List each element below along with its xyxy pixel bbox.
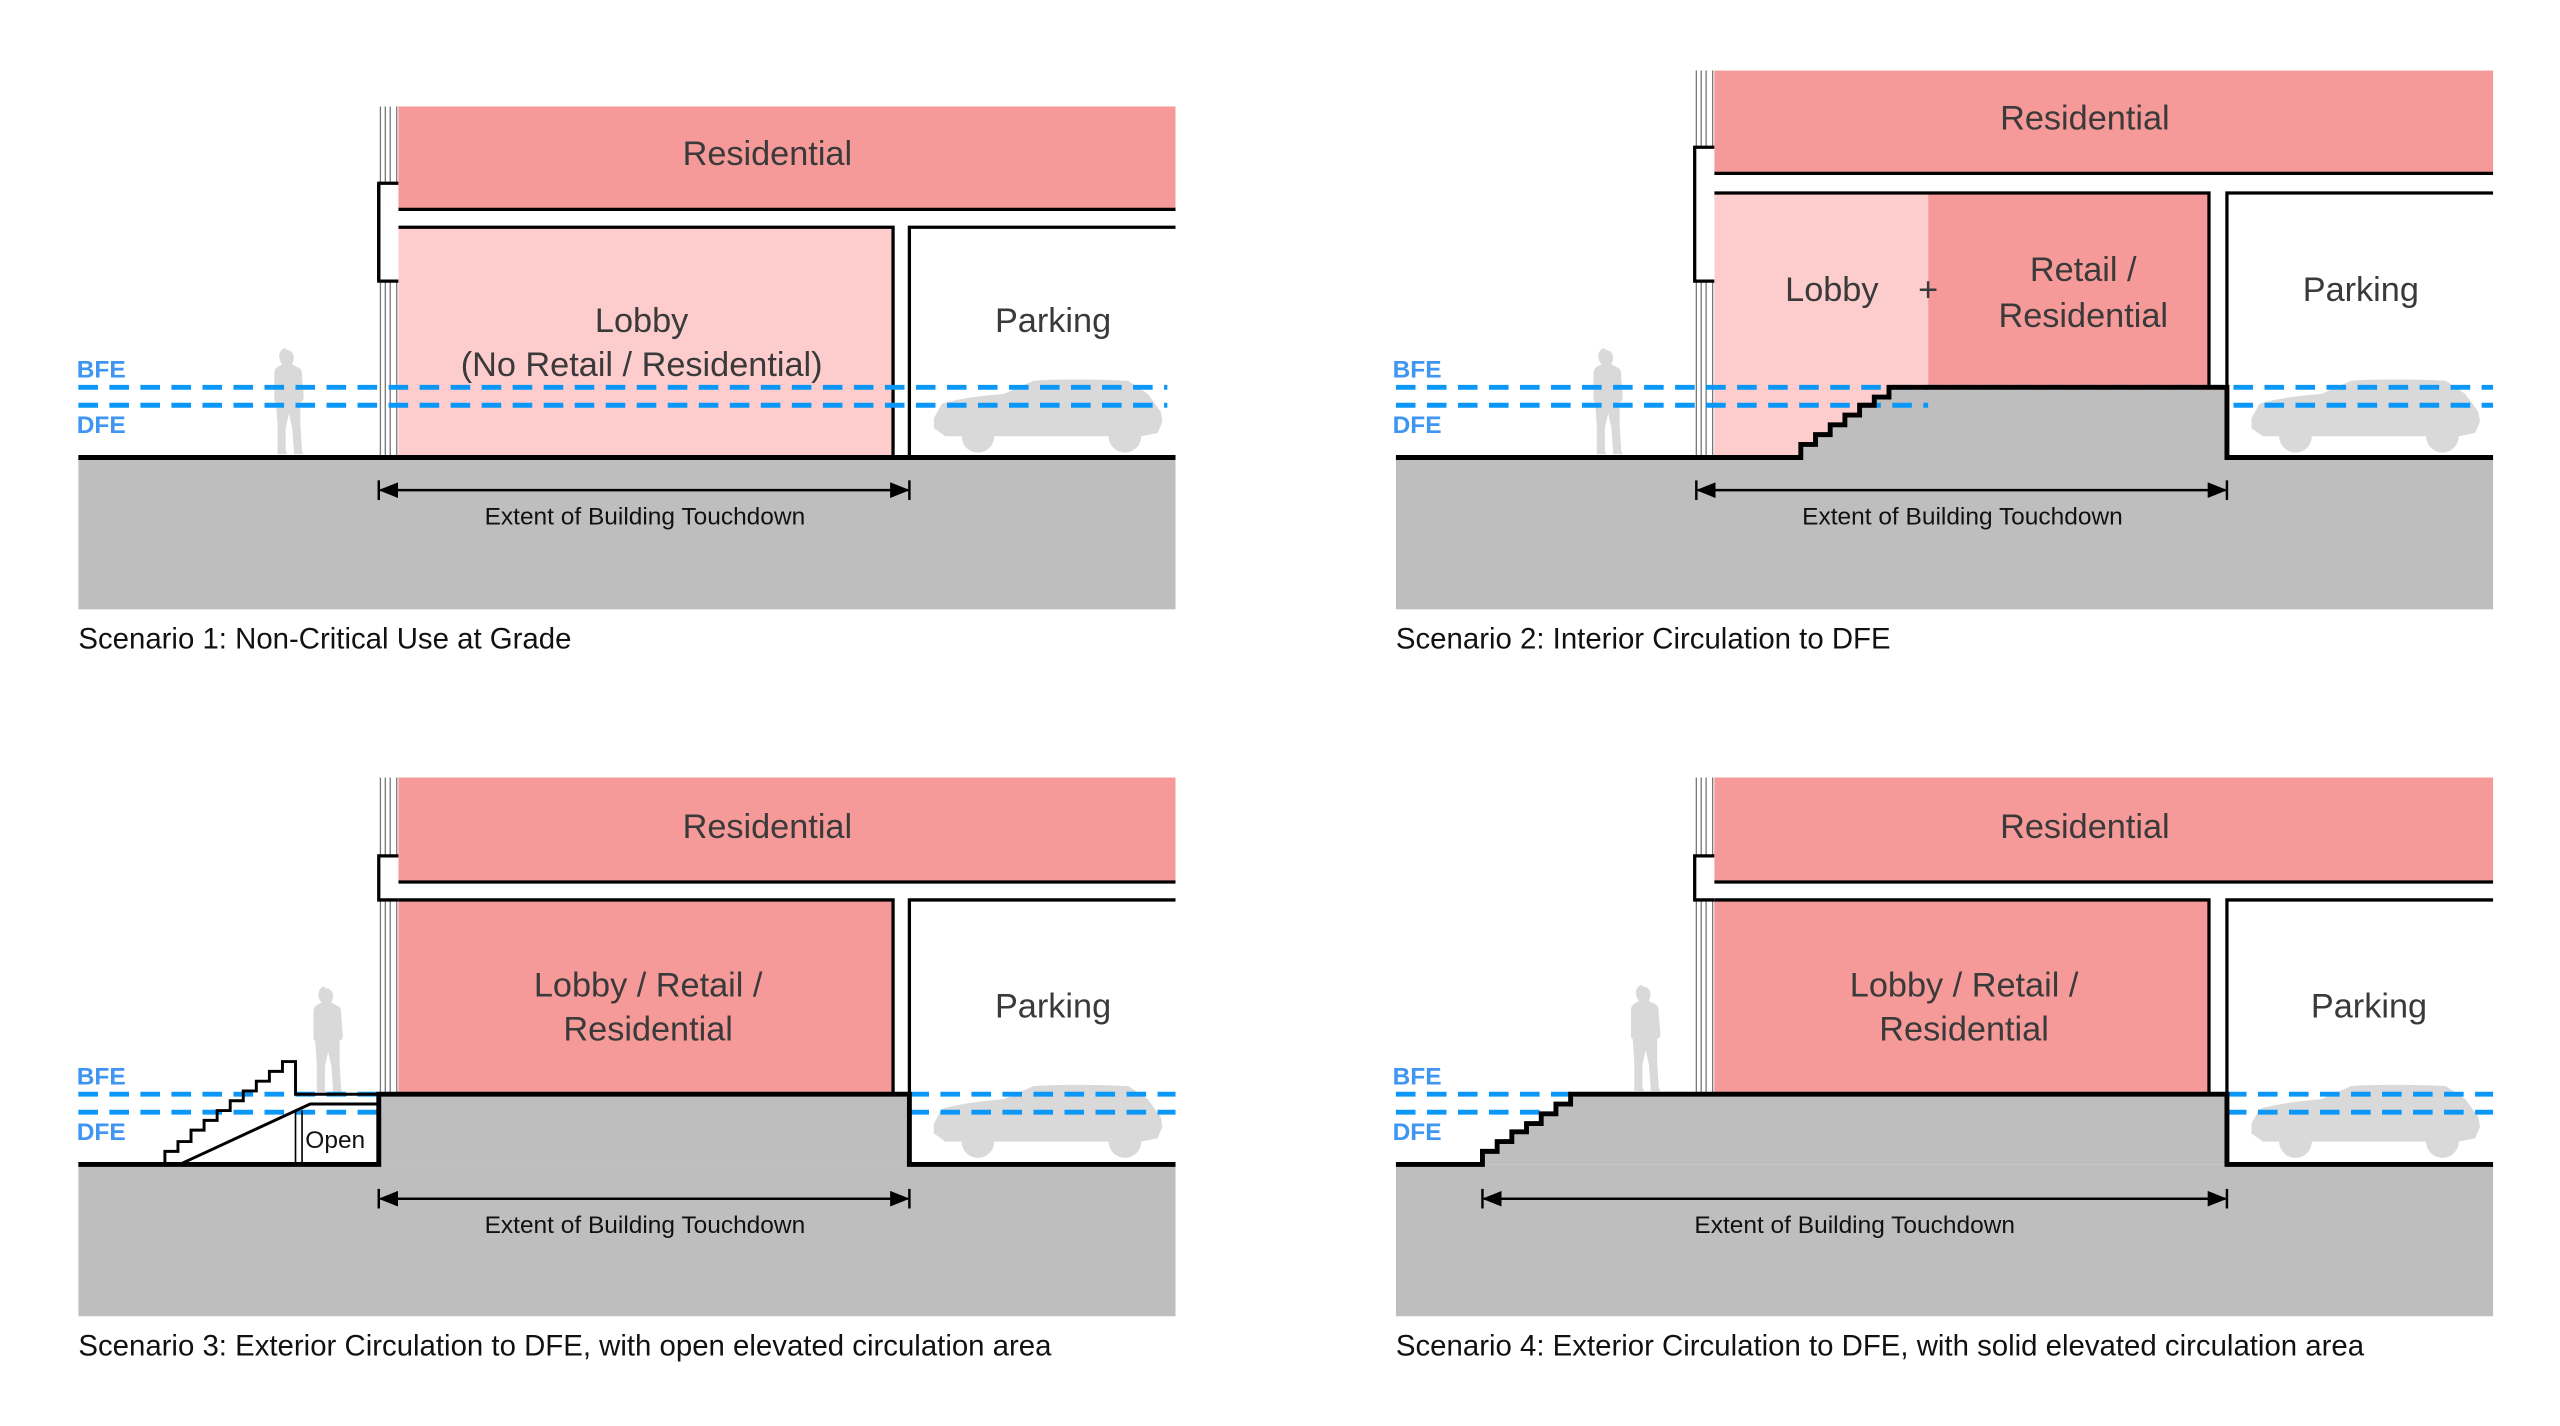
scenario-2-panel: BFE DFE Residential Lobby + Retail / Res…: [1393, 70, 2494, 656]
person-silhouette: [1631, 984, 1661, 1091]
bfe-label: BFE: [77, 356, 126, 383]
lobby-retail-block: [398, 899, 894, 1095]
plus-label: +: [1918, 271, 1938, 309]
scenario-caption: Scenario 1: Non-Critical Use at Grade: [78, 623, 571, 656]
canopy-column: [377, 854, 399, 902]
extent-label: Extent of Building Touchdown: [485, 1212, 806, 1239]
ground-slab: [78, 1164, 1176, 1317]
person-silhouette: [313, 986, 343, 1093]
lobby-block: [398, 227, 894, 458]
dfe-label: DFE: [77, 1119, 126, 1146]
lobby-label: Lobby: [595, 302, 689, 340]
lobby-retail-block: [1714, 899, 2209, 1095]
scenario-caption: Scenario 2: Interior Circulation to DFE: [1396, 623, 1891, 656]
lobby-retail-label: Lobby / Retail /: [1850, 966, 2079, 1004]
scenario-caption: Scenario 4: Exterior Circulation to DFE,…: [1396, 1329, 2365, 1362]
ground-slab: [1395, 1164, 2494, 1317]
dfe-label: DFE: [1393, 412, 1442, 439]
bfe-label: BFE: [1393, 356, 1442, 383]
residential-label: Residential: [2000, 808, 2170, 846]
bfe-label: BFE: [1393, 1063, 1442, 1090]
person-silhouette: [1593, 348, 1623, 455]
scenario-caption: Scenario 3: Exterior Circulation to DFE,…: [78, 1329, 1052, 1362]
solid-plinth: [1482, 1094, 2227, 1165]
ground-line: [1395, 1091, 2494, 1167]
exterior-open-stair: [163, 1060, 379, 1166]
scenario-3-panel: BFE DFE Open Residential Lobby / Retail …: [77, 777, 1176, 1362]
ground-line: [1395, 384, 2494, 460]
open-area-label: Open: [305, 1127, 365, 1154]
car-silhouette: [2251, 379, 2480, 453]
raised-plinth: [378, 1094, 910, 1165]
glass-facade: [1695, 777, 1714, 1095]
residential-block: [1714, 777, 2494, 882]
lobby-retail-label: Lobby / Retail /: [534, 966, 763, 1004]
retail-residential-block: [1928, 193, 2209, 388]
parking-label: Parking: [2303, 271, 2419, 309]
retail-sublabel: Residential: [1998, 297, 2168, 335]
canopy-column: [1693, 145, 1715, 283]
lobby-sublabel: (No Retail / Residential): [461, 346, 823, 384]
residential-block: [1714, 70, 2494, 174]
extent-label: Extent of Building Touchdown: [1694, 1212, 2015, 1239]
bfe-label: BFE: [77, 1063, 126, 1090]
car-silhouette: [933, 379, 1163, 453]
canopy-column: [377, 181, 399, 283]
residential-label: Residential: [2000, 99, 2170, 137]
dfe-label: DFE: [77, 412, 126, 439]
residential-label: Residential: [683, 135, 853, 173]
canopy-column: [1693, 854, 1715, 902]
scenario-4-panel: BFE DFE Residential Lobby / Retail / Res…: [1393, 777, 2494, 1362]
ground-slab: [78, 457, 1176, 610]
parking-label: Parking: [995, 302, 1111, 340]
lobby-retail-sublabel: Residential: [1879, 1010, 2049, 1048]
lobby-retail-sublabel: Residential: [563, 1010, 733, 1048]
extent-label: Extent of Building Touchdown: [1802, 503, 2123, 530]
residential-label: Residential: [683, 808, 853, 846]
parking-label: Parking: [2311, 987, 2427, 1025]
residential-block: [398, 777, 1176, 882]
dfe-label: DFE: [1393, 1119, 1442, 1146]
lobby-label: Lobby: [1785, 271, 1879, 309]
person-silhouette: [274, 348, 304, 455]
ground-slab: [1395, 457, 2494, 610]
glass-facade: [379, 777, 398, 1095]
parking-label: Parking: [995, 987, 1111, 1025]
ground-line: [78, 1091, 1176, 1167]
retail-label: Retail /: [2030, 251, 2137, 289]
extent-label: Extent of Building Touchdown: [485, 503, 806, 530]
residential-block: [398, 106, 1176, 210]
scenario-1-panel: BFE DFE Residential Lobby (No Retail / R…: [77, 106, 1176, 656]
